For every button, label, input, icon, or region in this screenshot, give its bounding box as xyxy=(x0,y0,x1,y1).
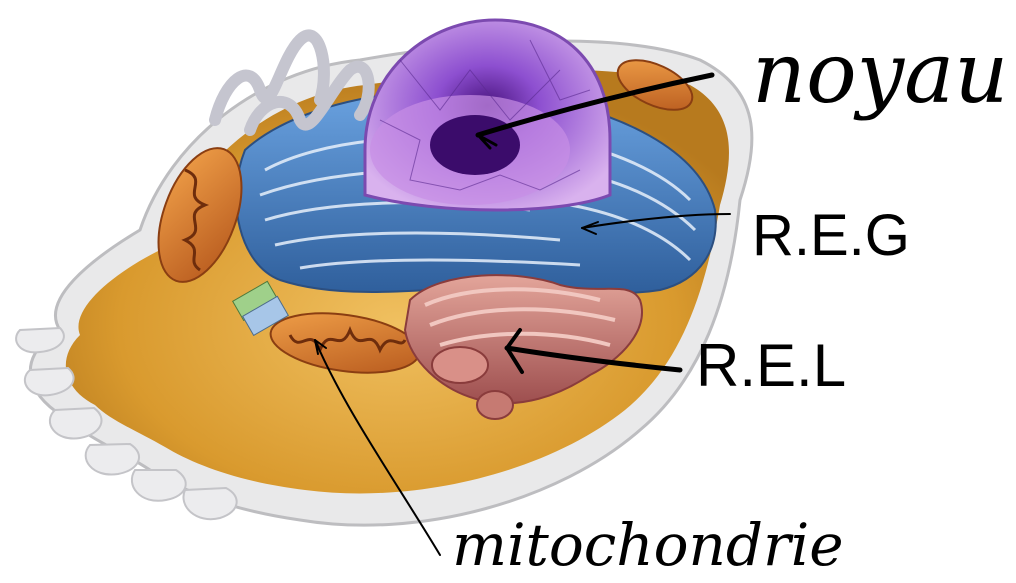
label-reg: R.E.G xyxy=(752,203,910,268)
nucleus xyxy=(365,20,610,210)
label-rel: R.E.L xyxy=(696,332,846,399)
label-mitochondrie: mitochondrie xyxy=(452,511,844,579)
label-noyau: noyau xyxy=(752,24,1008,122)
